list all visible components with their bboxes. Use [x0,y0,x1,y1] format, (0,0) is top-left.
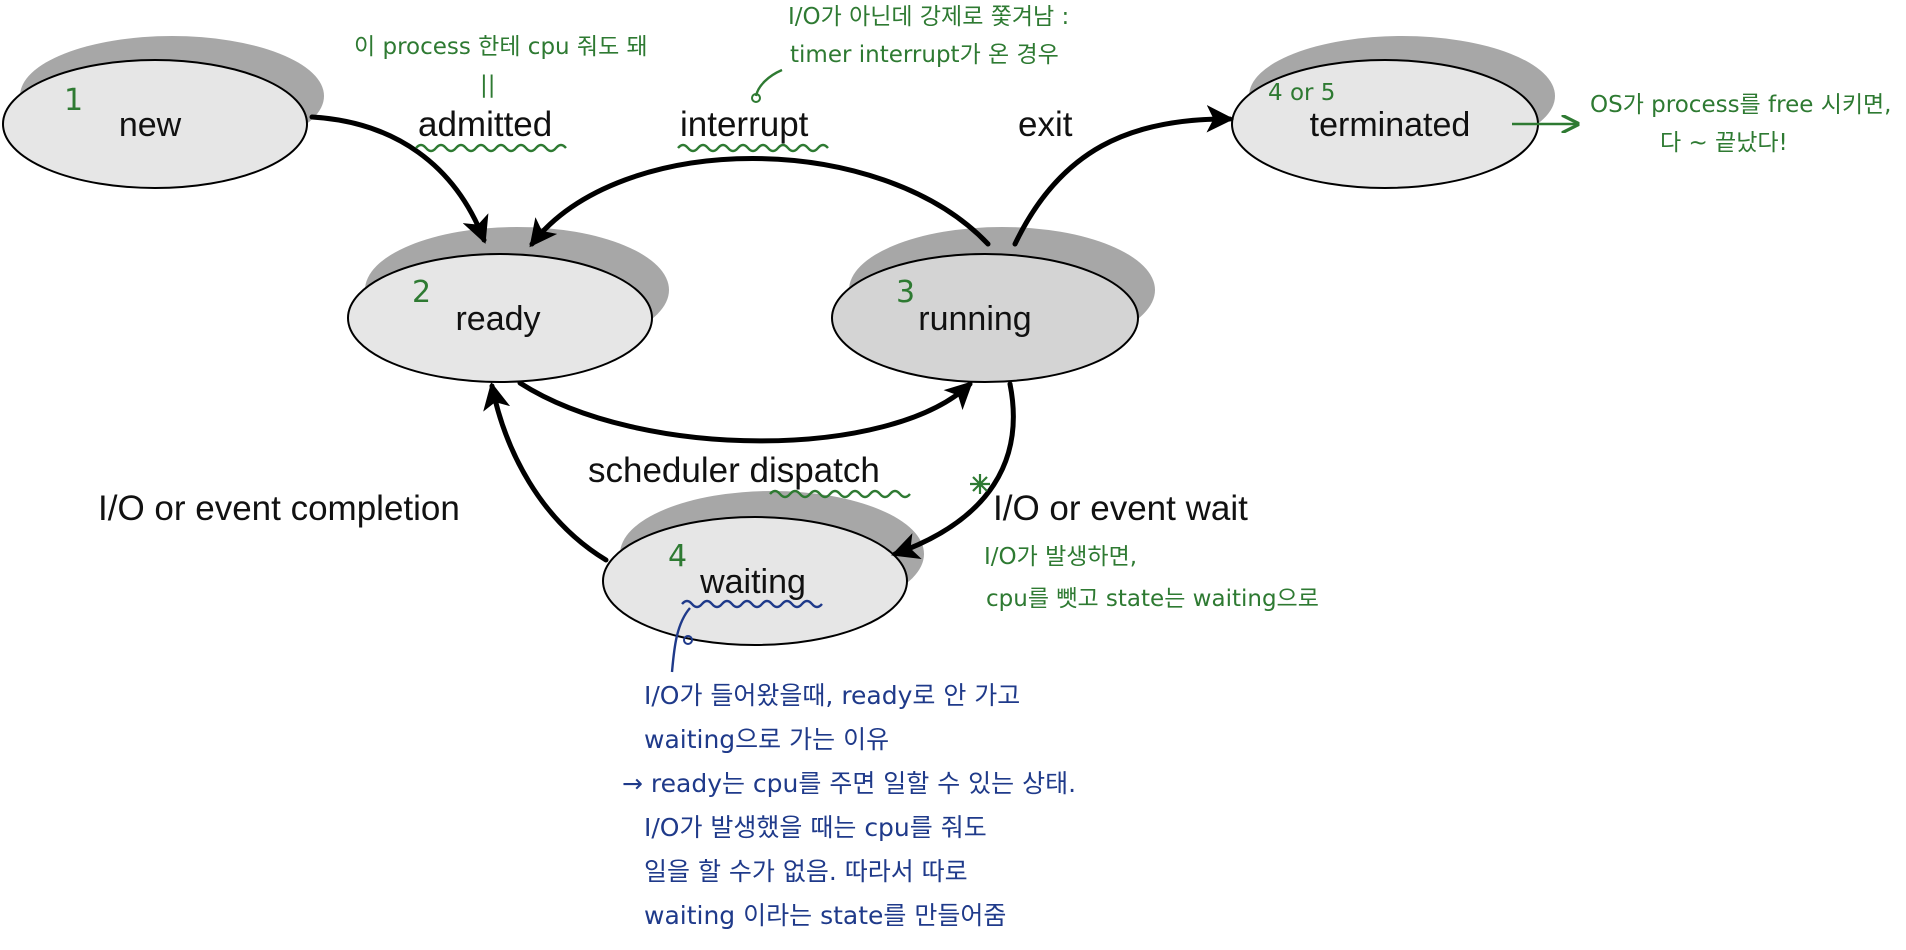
edge-admitted-arrow [309,114,489,244]
state-waiting-number: 4 [668,539,687,574]
state-new-number: 1 [64,83,83,118]
label-scheduler-dispatch: scheduler dispatch [588,451,880,490]
note-terminated-line2: 다 ~ 끝났다! [1660,130,1788,156]
label-exit: exit [1018,105,1073,144]
squiggle-waiting [681,599,823,609]
note-waiting-pointer-dot [683,635,693,645]
label-io-event-completion: I/O or event completion [98,489,460,528]
note-interrupt-line1: I/O가 아닌데 강제로 쫓겨남 : [788,4,1069,30]
state-running: running 3 [831,227,1155,383]
note-waiting-line: I/O가 들어왔을때, ready로 안 가고 [644,681,1020,710]
edge-io-wait-arrow [891,381,1016,560]
state-waiting: waiting 4 [602,491,924,646]
state-ready-label: ready [455,300,540,338]
note-interrupt-pointer-dot [751,93,761,103]
note-terminated-line1: OS가 process를 free 시키면, [1590,92,1891,118]
edge-exit-arrow [1012,105,1235,247]
note-admitted: 이 process 한테 cpu 줘도 돼 [354,34,648,60]
state-running-ellipse [831,253,1139,383]
state-ready: ready 2 [347,227,669,383]
note-waiting-line: I/O가 발생했을 때는 cpu를 줘도 [644,813,987,842]
note-wait-star [970,474,990,494]
state-new: new 1 [2,36,324,189]
state-waiting-label: waiting [699,563,806,601]
squiggle-admitted [415,143,567,153]
note-waiting-line: → ready는 cpu를 주면 일할 수 있는 상태. [622,769,1076,798]
note-waiting-explanation: I/O가 들어왔을때, ready로 안 가고 waiting으로 가는 이유 … [622,681,1076,930]
note-interrupt-pointer [754,68,783,97]
state-new-ellipse [2,59,308,189]
note-waiting-line: 일을 할 수가 없음. 따라서 따로 [644,857,968,886]
squiggle-dispatch [769,489,911,499]
state-terminated-label: terminated [1310,106,1471,144]
note-interrupt-line2: timer interrupt가 온 경우 [790,42,1059,68]
edge-dispatch-arrow [517,380,973,444]
label-interrupt: interrupt [680,105,809,144]
label-admitted: admitted [418,105,552,144]
squiggle-interrupt [677,143,829,153]
state-terminated: terminated 4 or 5 [1231,36,1555,189]
note-admitted-equals: || [480,72,496,98]
note-waiting-line: waiting 이라는 state를 만들어줌 [644,901,1006,930]
state-ready-number: 2 [412,275,431,310]
note-waiting-line: waiting으로 가는 이유 [644,725,889,754]
state-running-number: 3 [896,275,915,310]
label-io-event-wait: I/O or event wait [993,489,1248,528]
state-running-label: running [918,300,1031,338]
state-waiting-ellipse [602,516,908,646]
note-wait-line2: cpu를 뺏고 state는 waiting으로 [986,586,1319,612]
state-terminated-number: 4 or 5 [1268,80,1335,106]
edge-interrupt-arrow [529,156,991,248]
edge-io-completion-arrow [483,381,609,563]
note-waiting-pointer [670,607,691,673]
state-new-label: new [119,106,182,144]
note-wait-line1: I/O가 발생하면, [984,544,1137,570]
